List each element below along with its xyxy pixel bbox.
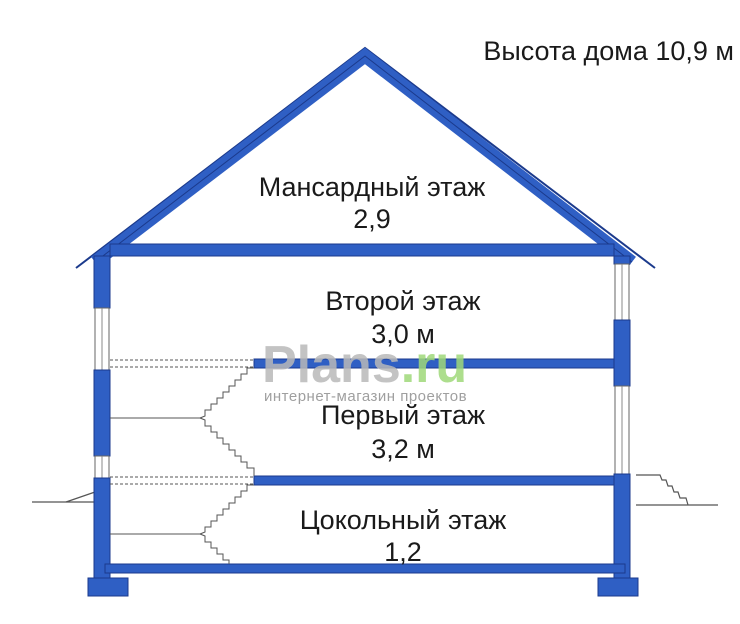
attic-slab — [109, 243, 615, 257]
floor-slabs — [104, 243, 626, 574]
basement-slab — [104, 563, 626, 574]
watermark-tagline: интернет-магазин проектов — [264, 388, 467, 405]
attic-floor-name: Мансардный этаж — [259, 172, 486, 202]
first-floor-name: Первый этаж — [321, 400, 485, 430]
first-floor-height: 3,2 м — [371, 434, 435, 464]
second-floor-height: 3,0 м — [371, 319, 435, 349]
second-floor-slab — [253, 358, 615, 369]
right-wall — [597, 255, 639, 597]
staircases — [110, 367, 255, 564]
house-height-label: Высота дома 10,9 м — [483, 36, 734, 66]
roof — [75, 46, 656, 269]
svg-text:Plans.ru: Plans.ru — [262, 336, 467, 394]
left-wall — [87, 255, 129, 597]
basement-floor-height: 1,2 — [384, 537, 422, 567]
watermark: Plans.ru интернет-магазин проектов — [262, 336, 467, 405]
watermark-brand: Plans — [262, 336, 401, 394]
watermark-tld: .ru — [401, 336, 467, 394]
attic-floor-height: 2,9 — [353, 204, 391, 234]
basement-floor-name: Цокольный этаж — [300, 505, 507, 535]
second-floor-name: Второй этаж — [325, 286, 480, 316]
ground-lines — [32, 474, 718, 506]
landing-dashes — [110, 359, 254, 485]
first-floor-slab — [253, 475, 615, 486]
